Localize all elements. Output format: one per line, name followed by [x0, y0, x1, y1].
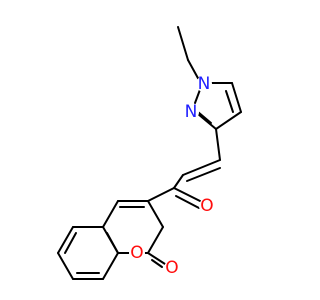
- bond-lactone-o-inner: [151, 259, 163, 268]
- bond-c4-c3: [215, 111, 242, 130]
- atom-labels: N N O O O: [129, 74, 215, 278]
- bond-benzene-6-inner: [106, 232, 119, 254]
- o-ketone-label-bg: [199, 198, 215, 214]
- atom-o-ring: O: [130, 243, 143, 263]
- bond-carbonyl-coumarin: [147, 187, 175, 202]
- atom-o-lactone: O: [165, 258, 178, 278]
- n2-label-bg: [183, 104, 199, 120]
- bond-c5-c4-inner: [225, 90, 234, 113]
- molecule-diagram: N N O O O: [57, 26, 242, 280]
- o-lactone-label-bg: [164, 260, 180, 276]
- bond-benzene-2: [57, 226, 74, 254]
- bond-carbonyl-o: [173, 187, 201, 202]
- bond-benzene-5: [102, 252, 119, 280]
- bond-vinyl-carbonyl: [173, 174, 184, 189]
- bond-c4-c4a: [102, 200, 119, 228]
- bond-benzene-3: [57, 252, 74, 280]
- o-ring-label-bg: [129, 245, 145, 261]
- bond-benzene-2-inner: [64, 232, 77, 254]
- bond-carbonyl-o-inner: [175, 195, 200, 209]
- bonds: [57, 26, 242, 280]
- bond-lactone-o: [147, 252, 166, 265]
- bond-ethyl-ch3: [177, 26, 189, 61]
- bond-c2-c3-coumarin: [147, 226, 164, 254]
- bond-c3-vinyl: [215, 128, 221, 161]
- atom-o-ketone: O: [200, 196, 213, 216]
- atom-n1: N: [198, 74, 211, 94]
- bond-vinyl-double: [182, 159, 221, 176]
- bond-vinyl-double-inner: [186, 167, 221, 182]
- bond-c3-n2: [197, 113, 217, 130]
- bond-c3-coumarin-c2-link: [147, 200, 164, 228]
- bond-c3-n2-inner: [197, 111, 212, 124]
- n1-label-bg: [196, 76, 212, 92]
- bond-c5-c4: [231, 82, 242, 113]
- atom-n2: N: [185, 102, 198, 122]
- bond-ethyl-ch2-n1: [187, 59, 200, 81]
